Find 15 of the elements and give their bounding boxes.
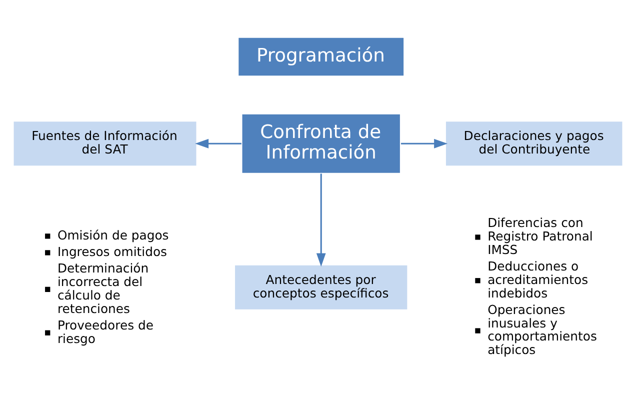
node-box: Antecedentes por conceptos específicos — [233, 264, 409, 311]
label: Determinación incorrecta del cálculo de retenciones — [57, 260, 149, 316]
arrow — [195, 138, 242, 148]
label: Omisión de pagos — [57, 227, 169, 242]
node-box: Declaraciones y pagos del Contribuyente — [444, 120, 624, 168]
node-box: Programación — [237, 36, 406, 78]
arrow — [316, 174, 326, 267]
node-box: Confronta de Información — [240, 112, 402, 174]
node-box: Fuentes de Información del SAT — [12, 120, 198, 168]
arrow — [400, 138, 448, 148]
label: Deducciones o acreditamientos indebidos — [488, 258, 588, 300]
label: Diferencias con Registro Patronal IMSS — [488, 214, 593, 257]
label: Operaciones inusuales y comportamientos atípicos — [488, 302, 597, 358]
label: Proveedores de riesgo — [57, 317, 154, 346]
label: Ingresos omitidos — [57, 244, 167, 259]
